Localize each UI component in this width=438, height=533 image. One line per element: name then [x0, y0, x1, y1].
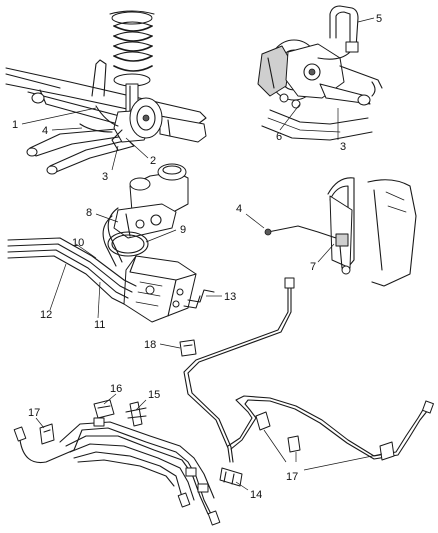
brake-line-routing: [13, 277, 434, 526]
callout-6: 6: [276, 131, 282, 143]
wheelwell-assembly: [245, 177, 417, 287]
front-suspension-assembly: [5, 10, 207, 175]
callout-17: 17: [28, 407, 40, 419]
callout-3b: 3: [340, 141, 346, 153]
callout-10: 10: [72, 237, 84, 249]
callout-1: 1: [12, 119, 18, 131]
callout-8: 8: [86, 207, 92, 219]
callout-15: 15: [148, 389, 160, 401]
callout-13: 13: [224, 291, 236, 303]
callout-labels: 1 2 3 3 4 4 5 6 7 8 9 10 11 12 13 14 15 …: [12, 13, 382, 501]
master-cylinder-abs-assembly: [7, 163, 222, 323]
callout-17b: 17: [286, 471, 298, 483]
callout-2: 2: [150, 155, 156, 167]
callout-4b: 4: [236, 203, 242, 215]
callout-18: 18: [144, 339, 156, 351]
callout-9: 9: [180, 224, 186, 236]
callout-3: 3: [102, 171, 108, 183]
rear-knuckle-assembly: [257, 5, 383, 141]
callout-16: 16: [110, 383, 122, 395]
callout-14: 14: [250, 489, 262, 501]
callout-7: 7: [310, 261, 316, 273]
callout-11: 11: [94, 319, 105, 331]
callout-12: 12: [40, 309, 52, 321]
callout-4: 4: [42, 125, 48, 137]
callout-5: 5: [376, 13, 382, 25]
